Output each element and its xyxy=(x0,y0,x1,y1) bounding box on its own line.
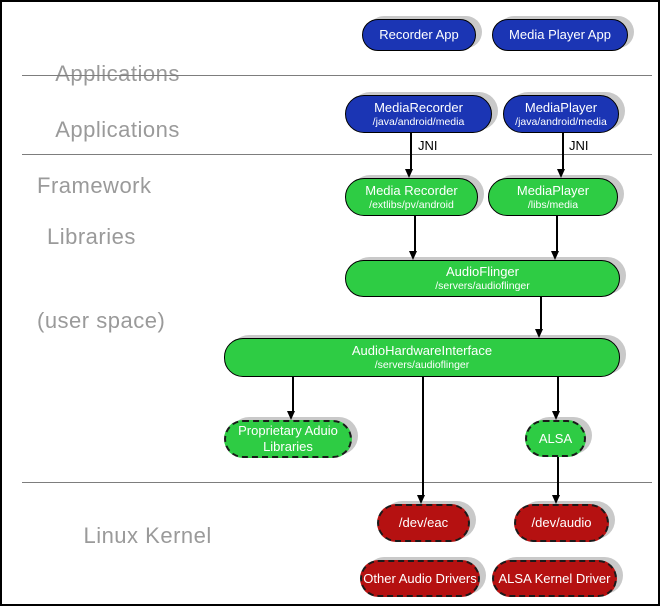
node-title: Other Audio Drivers xyxy=(363,570,477,586)
node-other-audio-drivers: Other Audio Drivers xyxy=(360,560,480,597)
node-dev-eac: /dev/eac xyxy=(377,504,470,542)
layer-label-applications: Applications xyxy=(30,32,180,116)
connector-alsa-dev-audio xyxy=(557,457,559,496)
layer-label-text: Framework xyxy=(37,173,152,198)
arrowhead-icon xyxy=(552,411,560,420)
layer-label-text: Linux Kernel xyxy=(83,523,212,548)
node-title: MediaPlayer xyxy=(516,182,590,198)
jni-label-left: JNI xyxy=(418,138,438,153)
node-audioflinger: AudioFlinger /servers/audioflinger xyxy=(345,260,620,297)
arrowhead-icon xyxy=(551,251,559,260)
jni-label-right: JNI xyxy=(569,138,589,153)
node-media-recorder-library: Media Recorder /extlibs/pv/android xyxy=(345,178,478,216)
connector-mediarecorder-audioflinger xyxy=(414,216,416,253)
node-recorder-app: Recorder App xyxy=(362,19,476,51)
layer-divider xyxy=(22,482,652,483)
layer-label-text: Applications xyxy=(55,61,180,86)
connector-mediaplayer-audioflinger xyxy=(556,216,558,253)
connector-mediaplayer-jni xyxy=(562,133,564,171)
connector-ahi-proprietary xyxy=(292,377,294,412)
node-audio-hardware-interface: AudioHardwareInterface /servers/audiofli… xyxy=(224,338,620,377)
layer-label-text: Libraries xyxy=(47,224,136,249)
arrowhead-icon xyxy=(409,251,417,260)
node-title-line2: Libraries xyxy=(263,439,313,454)
arrowhead-icon xyxy=(557,169,565,178)
node-title: AudioHardwareInterface xyxy=(351,343,493,358)
node-title: Media Player App xyxy=(509,27,611,42)
node-mediaplayer-framework: MediaPlayer /java/android/media xyxy=(503,95,619,133)
node-subtitle: /libs/media xyxy=(527,198,579,211)
node-title: ALSA xyxy=(538,430,573,446)
node-mediaplayer-library: MediaPlayer /libs/media xyxy=(488,178,618,216)
node-subtitle: /servers/audioflinger xyxy=(435,280,530,292)
connector-ahi-dev-eac xyxy=(422,377,424,496)
node-media-player-app: Media Player App xyxy=(492,19,628,51)
arrowhead-icon xyxy=(535,329,543,338)
node-title: Media Recorder xyxy=(365,182,458,198)
connector-ahi-alsa xyxy=(557,377,559,412)
node-title: Proprietary Aduio xyxy=(238,423,338,438)
node-title: MediaRecorder xyxy=(374,99,463,115)
node-title: Recorder App xyxy=(379,27,459,42)
node-subtitle: /java/android/media xyxy=(515,115,607,128)
node-proprietary-audio-libraries: Proprietary Aduio Libraries xyxy=(224,420,352,458)
arrowhead-icon xyxy=(287,411,295,420)
node-dev-audio: /dev/audio xyxy=(514,504,609,542)
layer-label-linux-kernel: Linux Kernel xyxy=(57,494,212,578)
node-subtitle: /servers/audioflinger xyxy=(374,359,470,371)
layer-label-libraries: Libraries (user space) xyxy=(30,167,165,391)
node-title: ALSA Kernel Driver xyxy=(498,570,611,586)
arrowhead-icon xyxy=(552,495,560,504)
node-mediarecorder-framework: MediaRecorder /java/android/media xyxy=(345,95,492,133)
layer-divider xyxy=(22,75,652,76)
node-subtitle: /java/android/media xyxy=(372,115,465,128)
node-alsa-kernel-driver: ALSA Kernel Driver xyxy=(492,560,617,597)
connector-mediarecorder-jni xyxy=(410,133,412,171)
layer-label-text: Applications xyxy=(55,117,180,142)
arrowhead-icon xyxy=(405,169,413,178)
layer-label-applications-framework: Applications Framework xyxy=(30,88,180,256)
layer-label-text: (user space) xyxy=(37,308,166,333)
connector-audioflinger-ahi xyxy=(540,297,542,330)
node-alsa: ALSA xyxy=(525,420,586,457)
node-title: /dev/eac xyxy=(398,515,449,530)
node-title: MediaPlayer xyxy=(524,99,598,115)
layer-divider xyxy=(22,154,652,155)
arrowhead-icon xyxy=(417,495,425,504)
node-subtitle: /extlibs/pv/android xyxy=(369,198,454,211)
node-title: AudioFlinger xyxy=(446,264,519,279)
node-title: /dev/audio xyxy=(531,515,592,530)
